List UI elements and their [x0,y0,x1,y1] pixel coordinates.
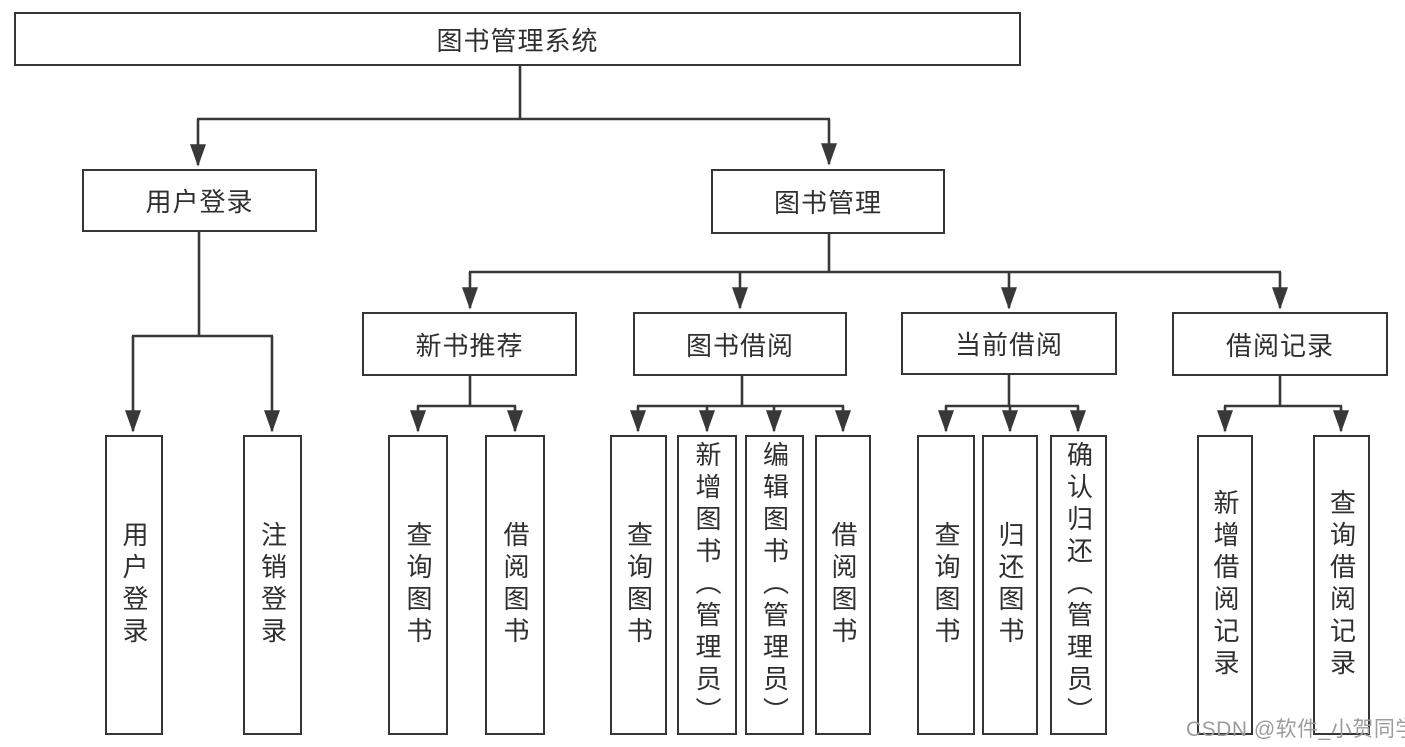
node-label: 用户登录 [145,187,254,217]
node-label: 查询借阅记录 [1326,489,1357,681]
node-book-management: 图书管理 [711,169,945,234]
leaf-query-borrow-record: 查询借阅记录 [1313,435,1370,735]
node-label: 借阅图书 [828,521,858,649]
leaf-query-book-borrowing: 查询图书 [610,435,667,735]
leaf-return-book: 归还图书 [982,435,1038,735]
node-current-borrowing: 当前借阅 [901,312,1117,375]
leaf-edit-book-admin: 编辑图书（管理员） [745,435,804,735]
connector-skeleton [132,66,1342,408]
node-book-borrowing: 图书借阅 [633,312,847,376]
node-label: 借阅记录 [1225,330,1334,361]
node-label: 注销登录 [257,521,288,649]
leaf-borrow-book-recommend: 借阅图书 [485,435,545,735]
leaf-confirm-return-admin: 确认归还（管理员） [1050,435,1107,735]
node-label: 编辑图书（管理员） [759,441,790,729]
node-label: 查询图书 [931,521,961,649]
node-label: 借阅图书 [500,521,530,649]
node-label: 查询图书 [403,521,433,649]
node-label: 图书管理 [773,188,882,218]
node-new-book-recommend: 新书推荐 [362,312,577,376]
node-label: 归还图书 [995,521,1025,649]
node-label: 新书推荐 [415,330,524,361]
node-label: 新增图书（管理员） [692,441,722,729]
leaf-logout-login: 注销登录 [243,435,302,735]
csdn-watermark: CSDN @软件_小贺同学 [1186,718,1405,741]
node-label: 确认归还（管理员） [1063,441,1094,729]
leaf-user-login: 用户登录 [105,435,163,735]
node-user-login: 用户登录 [82,169,317,232]
leaf-add-borrow-record: 新增借阅记录 [1197,435,1253,735]
leaf-query-book-recommend: 查询图书 [388,435,448,735]
node-label: 当前借阅 [954,330,1063,360]
leaf-add-book-admin: 新增图书（管理员） [677,435,737,735]
node-label: 查询图书 [623,521,654,649]
leaf-borrow-book-borrowing: 借阅图书 [815,435,871,735]
node-label: 新增借阅记录 [1210,489,1240,681]
node-label: 图书管理系统 [436,25,599,56]
node-root-library-system: 图书管理系统 [14,12,1021,66]
node-borrowing-records: 借阅记录 [1172,312,1388,376]
node-label: 图书借阅 [685,330,794,361]
node-label: 用户登录 [119,521,149,649]
leaf-query-book-current: 查询图书 [917,435,975,735]
